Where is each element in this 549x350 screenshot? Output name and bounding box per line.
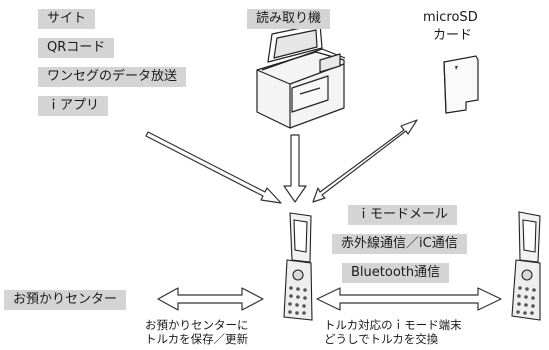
arrow-microsd-phone bbox=[312, 119, 418, 203]
arrow-phone-phone bbox=[316, 287, 502, 311]
center-caption-line2: トルカを保存／更新 bbox=[145, 332, 249, 346]
phone-right-icon bbox=[511, 211, 541, 321]
method-i-mode-mail-label: ｉモードメール bbox=[348, 205, 458, 225]
source-oneseg-data-label: ワンセグのデータ放送 bbox=[38, 67, 187, 87]
source-qr-code-label: QRコード bbox=[38, 38, 115, 58]
arrow-sources-to-phone bbox=[145, 131, 282, 204]
reader-device-icon bbox=[256, 23, 346, 129]
source-site-label: サイト bbox=[38, 9, 96, 29]
method-infrared-ic-label: 赤外線通信／iC通信 bbox=[332, 234, 467, 254]
microsd-label-line2: カード bbox=[433, 28, 473, 43]
center-caption-line1: お預かりセンターに bbox=[145, 318, 249, 332]
phone-center-icon bbox=[283, 212, 313, 321]
method-bluetooth-label: Bluetooth通信 bbox=[342, 263, 450, 283]
microsd-label-line1: microSD bbox=[423, 10, 478, 25]
arrow-reader-to-phone bbox=[283, 134, 307, 203]
reader-label: 読み取り機 bbox=[247, 9, 331, 29]
arrow-center-phone bbox=[157, 287, 264, 311]
source-i-appli-label: ｉアプリ bbox=[38, 96, 109, 116]
center-label: お預かりセンター bbox=[4, 290, 127, 310]
microsd-card-icon bbox=[443, 55, 479, 114]
exchange-caption-line1: トルカ対応のｉモード端末 bbox=[324, 318, 462, 332]
exchange-caption-line2: どうしでトルカを交換 bbox=[324, 332, 439, 346]
